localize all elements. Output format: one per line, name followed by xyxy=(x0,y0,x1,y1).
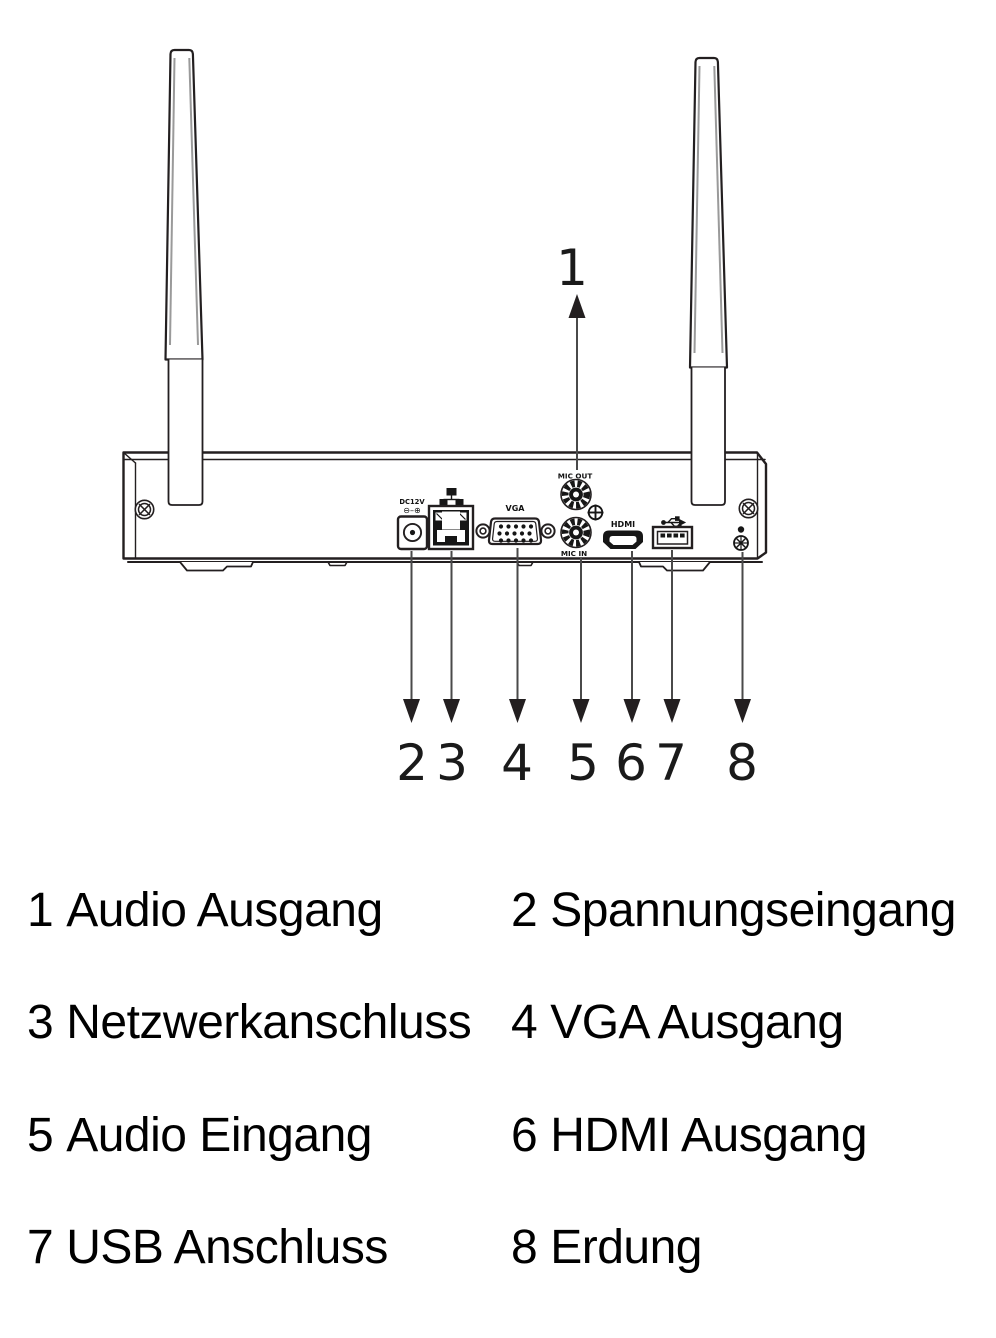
chassis-left-bevel xyxy=(122,451,137,464)
vga-port: VGA xyxy=(475,504,556,546)
callout-number-8: 8 xyxy=(726,734,758,792)
right-antenna xyxy=(688,56,729,506)
mic-out-jack: MIC OUT xyxy=(558,472,593,511)
callout-numbers: 1 2 3 4 5 6 7 8 xyxy=(396,239,758,792)
hdmi-label: HDMI xyxy=(611,520,635,529)
left-foot xyxy=(179,561,254,572)
left-antenna xyxy=(164,48,204,506)
network-icon xyxy=(439,488,464,505)
rear-panel-diagram: DC12V ⊖–⊕ VGA xyxy=(122,48,768,792)
callout-number-2: 2 xyxy=(396,734,428,792)
right-antenna-stem xyxy=(690,367,726,506)
hdmi-slot xyxy=(609,536,637,545)
legend-num: 6 xyxy=(511,1109,538,1162)
left-panel-screw xyxy=(134,499,155,520)
vga-label: VGA xyxy=(506,504,526,513)
mic-in-jack: MIC IN xyxy=(560,516,592,558)
callout-arrows xyxy=(403,294,751,723)
mic-out-label: MIC OUT xyxy=(558,472,593,481)
mic-in-label: MIC IN xyxy=(561,549,587,558)
legend-label: Erdung xyxy=(550,1221,702,1274)
power-jack: DC12V ⊖–⊕ xyxy=(396,498,429,551)
cross-screw-icon xyxy=(587,504,604,521)
legend-num: 5 xyxy=(27,1109,54,1162)
legend-label: USB Anschluss xyxy=(66,1221,388,1274)
callout-arrow-4 xyxy=(509,548,526,723)
callout-arrow-1 xyxy=(568,294,586,470)
legend-label: HDMI Ausgang xyxy=(550,1109,868,1162)
hdmi-port: HDMI xyxy=(603,520,643,549)
legend-label: Audio Eingang xyxy=(66,1109,372,1162)
legend-num: 3 xyxy=(27,996,54,1049)
vga-pins xyxy=(497,524,534,543)
usb-contacts xyxy=(660,533,685,538)
right-panel-screw xyxy=(738,498,759,519)
legend-num: 1 xyxy=(27,884,54,937)
legend-num: 4 xyxy=(511,996,538,1049)
callout-arrow-8 xyxy=(734,552,751,723)
ground-screw xyxy=(733,526,749,551)
bottom-tab-left xyxy=(327,561,348,567)
usb-port xyxy=(651,516,694,550)
left-antenna-blade xyxy=(164,48,204,361)
legend-label: Spannungseingang xyxy=(550,884,956,937)
callout-number-1: 1 xyxy=(556,239,588,297)
callout-number-3: 3 xyxy=(436,734,468,792)
legend-label: VGA Ausgang xyxy=(550,996,844,1049)
callout-arrow-6 xyxy=(623,551,641,723)
callout-number-5: 5 xyxy=(567,734,599,792)
ethernet-port xyxy=(427,488,475,551)
legend-num: 2 xyxy=(511,884,538,937)
legend-label: Audio Ausgang xyxy=(66,884,383,937)
power-label: DC12V xyxy=(399,498,425,506)
power-polarity-icon: ⊖–⊕ xyxy=(403,506,420,515)
legend-num: 7 xyxy=(27,1221,54,1274)
callout-arrow-7 xyxy=(663,550,681,723)
legend-label: Netzwerkanschluss xyxy=(66,996,472,1049)
right-foot xyxy=(638,561,711,572)
callout-number-4: 4 xyxy=(501,734,533,792)
callout-number-6: 6 xyxy=(615,734,647,792)
callout-arrow-5 xyxy=(572,558,590,723)
legend-num: 8 xyxy=(511,1221,538,1274)
callout-arrow-2 xyxy=(403,551,420,723)
callout-arrow-3 xyxy=(443,551,460,723)
left-antenna-stem xyxy=(167,359,204,506)
vga-shell-inner xyxy=(491,520,539,542)
callout-number-7: 7 xyxy=(655,734,687,792)
